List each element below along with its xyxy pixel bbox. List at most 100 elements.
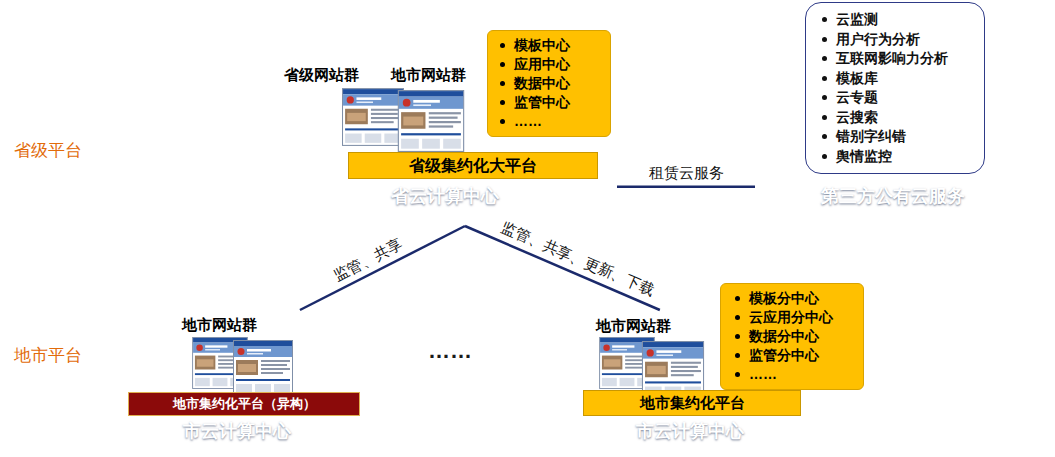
cloud-title: 市云计算中心 — [565, 421, 815, 443]
platform-band: 地市集约化平台（异构） — [128, 392, 360, 416]
feature-list-box: 模板中心应用中心数据中心监管中心 …… — [487, 30, 611, 137]
cloud-node: 地市集约化平台（异构） 地市网站群市云计算中心 — [110, 310, 400, 452]
list-row: 云监测 — [822, 10, 966, 30]
list-row: …… — [500, 112, 600, 131]
list-row: 错别字纠错 — [822, 127, 966, 147]
bullet-dot — [735, 315, 740, 320]
connector-line — [300, 226, 465, 310]
text-slot: 市云计算中心 — [110, 421, 364, 443]
bullet-dot — [822, 154, 827, 159]
list-item: 数据中心 — [514, 75, 570, 92]
bullet-dot — [822, 115, 827, 120]
band-title: 地市集约化平台 — [592, 394, 792, 412]
cloud-puff — [345, 153, 465, 216]
website-screenshot — [343, 89, 404, 146]
list-item: 云专题 — [836, 89, 878, 106]
bullet-dot — [735, 353, 740, 358]
list-item: 应用中心 — [514, 56, 570, 73]
text-slot: 地市网站群 — [596, 317, 671, 335]
list-item: 云应用分中心 — [749, 309, 833, 326]
list-row: 云应用分中心 — [735, 308, 853, 327]
text-slot: 第三方公有云服务 — [755, 186, 1031, 208]
bullet-dot — [735, 372, 740, 377]
bullet-dot — [500, 43, 505, 48]
platform-band: 省级集约化大平台 — [348, 152, 598, 179]
connector-label-box: 监管、共享 — [330, 235, 405, 285]
website-screenshot — [234, 341, 293, 396]
bullet-dot — [735, 334, 740, 339]
connector-label-box: 租赁云服务 — [648, 164, 723, 182]
cloud-node: 第三方公有云服务 — [755, 145, 1035, 217]
bullet-dot — [500, 62, 505, 67]
cloud-puff — [226, 346, 354, 425]
bullet-dot — [822, 95, 827, 100]
list-row: 数据中心 — [500, 74, 600, 93]
bullet-dot — [822, 37, 827, 42]
site-group-label: 地市网站群 — [391, 66, 466, 84]
connector-label-box: 监管、共享、更新、下载 — [498, 218, 657, 300]
bullet-dot — [822, 76, 827, 81]
list-item: 监管分中心 — [749, 347, 819, 364]
cloud-puff — [530, 155, 617, 214]
bullet-dot — [822, 17, 827, 22]
cloud-node: 省级集约化大平台省云计算中心 — [345, 128, 617, 226]
band-title: 地市集约化平台（异构） — [137, 396, 351, 412]
platform-band: 地市集约化平台 — [583, 390, 801, 416]
list-item: 错别字纠错 — [836, 128, 906, 145]
tier-label: 地市平台 — [14, 346, 82, 366]
list-item: 互联网影响力分析 — [836, 50, 948, 67]
list-row: 舆情监控 — [822, 147, 966, 167]
connector-label: 监管、共享 — [330, 235, 405, 285]
bullet-dot — [735, 296, 740, 301]
bullet-dot — [822, 56, 827, 61]
bullet-dot — [500, 119, 505, 124]
list-item: …… — [514, 113, 542, 130]
list-item: 舆情监控 — [836, 148, 892, 165]
list-row: 云专题 — [822, 88, 966, 108]
list-item: 模板库 — [836, 70, 878, 87]
bullet-dot — [500, 81, 505, 86]
cloud-title: 第三方公有云服务 — [755, 186, 1031, 208]
list-item: 监管中心 — [514, 94, 570, 111]
list-row: 监管中心 — [500, 93, 600, 112]
list-row: 用户行为分析 — [822, 30, 966, 50]
list-row: 监管分中心 — [735, 346, 853, 365]
website-screenshot — [398, 91, 463, 152]
service-list-box: 云监测用户行为分析互联网影响力分析模板库云专题云搜索错别字纠错舆情监控 — [805, 2, 985, 174]
tier-label: 省级平台 — [14, 141, 82, 161]
bullet-dot — [822, 134, 827, 139]
list-row: 数据分中心 — [735, 327, 853, 346]
list-row: 互联网影响力分析 — [822, 49, 966, 69]
cloud-title: 省云计算中心 — [345, 186, 545, 208]
ellipsis-mark: …… — [428, 338, 472, 364]
list-row: 云搜索 — [822, 108, 966, 128]
list-item: 模板中心 — [514, 37, 570, 54]
cloud-puff — [296, 367, 400, 437]
cloud-title: 市云计算中心 — [110, 421, 364, 443]
text-slot: 地市网站群 — [182, 316, 257, 334]
list-row: 模板分中心 — [735, 289, 853, 308]
text-slot: 市云计算中心 — [565, 421, 815, 443]
connector-line — [465, 226, 660, 310]
list-item: …… — [749, 366, 777, 383]
feature-list-box: 模板分中心云应用分中心数据分中心监管分中心 …… — [720, 283, 864, 390]
list-item: 云搜索 — [836, 109, 878, 126]
list-row: 模板库 — [822, 69, 966, 89]
list-item: 云监测 — [836, 11, 878, 28]
list-row: …… — [735, 365, 853, 384]
band-title: 省级集约化大平台 — [357, 156, 589, 175]
list-item: 模板分中心 — [749, 290, 819, 307]
cloud-puff — [156, 350, 284, 434]
list-item: 用户行为分析 — [836, 31, 920, 48]
list-item: 数据分中心 — [749, 328, 819, 345]
bullet-dot — [500, 100, 505, 105]
list-row: 应用中心 — [500, 55, 600, 74]
site-group-heading: 地市网站群 — [596, 317, 671, 335]
cloud-shape — [755, 145, 1035, 217]
connector-label: 租赁云服务 — [648, 164, 723, 182]
site-group-heading: 地市网站群 — [182, 316, 257, 334]
list-row: 模板中心 — [500, 36, 600, 55]
connector-label: 监管、共享、更新、下载 — [498, 218, 657, 300]
site-group-label: 省级网站群 — [284, 66, 359, 84]
